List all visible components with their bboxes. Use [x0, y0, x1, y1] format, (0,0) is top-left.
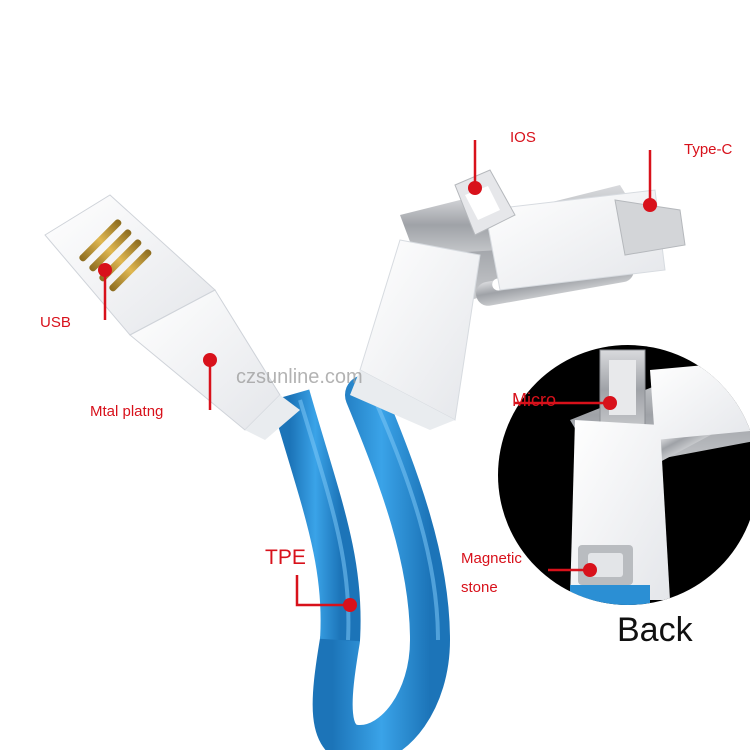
- back-view-inset: [498, 345, 750, 605]
- label-stone: stone: [461, 579, 498, 596]
- label-type-c: Type-C: [684, 141, 733, 158]
- leader-dots: [98, 181, 657, 612]
- tpe-cable: [270, 375, 451, 750]
- label-back: Back: [617, 611, 693, 649]
- label-metal-plating: Mtal platng: [90, 403, 164, 420]
- watermark-text: czsunline.com: [236, 366, 363, 388]
- leader-lines: [103, 140, 652, 607]
- label-tpe: TPE: [265, 546, 306, 569]
- label-micro: Micro: [512, 390, 556, 410]
- label-usb: USB: [40, 314, 71, 331]
- label-ios: IOS: [510, 129, 536, 146]
- label-magnetic: Magnetic: [461, 550, 522, 567]
- usb-plug: [44, 194, 300, 440]
